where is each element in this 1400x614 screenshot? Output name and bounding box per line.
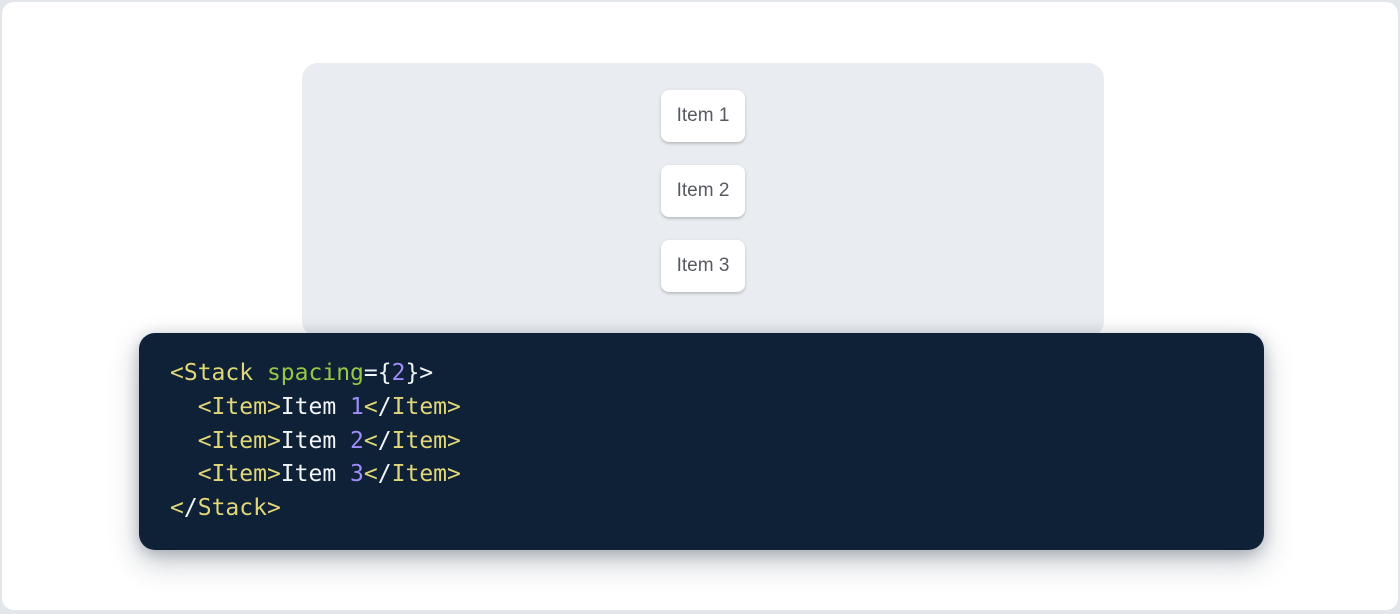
code-token: <	[363, 427, 378, 454]
code-block: <Stack spacing={2}> <Item>Item 1</Item> …	[139, 333, 1264, 550]
code-token: spacing	[266, 360, 364, 386]
stack-demo-panel: Item 1 Item 2 Item 3	[302, 63, 1104, 337]
code-token: <Item>	[197, 461, 281, 488]
code-sample: <Stack spacing={2}> <Item>Item 1</Item> …	[170, 357, 1233, 526]
stack-item-card: Item 1	[660, 90, 746, 142]
code-line: <Stack spacing={2}>	[170, 357, 1233, 391]
code-token: Item	[280, 393, 351, 420]
code-token: }>	[405, 360, 434, 386]
stack-item-label: Item 3	[676, 255, 730, 276]
code-token: Item	[280, 461, 351, 488]
code-token: <	[363, 393, 378, 420]
code-token: Item	[280, 427, 351, 454]
code-token: ={	[363, 360, 392, 386]
code-token: /	[377, 427, 392, 454]
code-line: </Stack>	[170, 492, 1233, 526]
code-token: <Stack	[170, 360, 254, 386]
code-token	[170, 394, 198, 420]
code-line: <Item>Item 1</Item>	[170, 391, 1233, 425]
stack-item-card: Item 3	[660, 240, 746, 292]
code-line: <Item>Item 2</Item>	[170, 425, 1233, 459]
code-token: Item>	[391, 461, 461, 488]
code-token: <	[170, 495, 184, 521]
code-token	[170, 461, 198, 487]
code-token	[170, 428, 198, 454]
code-token: <Item>	[197, 427, 281, 454]
stack-item-label: Item 2	[676, 180, 730, 201]
code-token: Item>	[391, 393, 461, 420]
code-token: Item>	[391, 427, 461, 454]
code-token: Stack>	[197, 495, 281, 521]
code-token: 3	[350, 461, 364, 488]
code-token: /	[377, 461, 392, 488]
code-token: /	[377, 393, 392, 420]
code-token: 2	[391, 360, 406, 386]
code-token: <Item>	[197, 393, 281, 420]
stack-item-card: Item 2	[660, 165, 746, 217]
stack-item-label: Item 1	[676, 105, 730, 126]
code-token: 1	[350, 393, 364, 420]
code-token	[253, 360, 267, 386]
code-line: <Item>Item 3</Item>	[170, 458, 1233, 492]
code-token: /	[183, 495, 198, 521]
code-token: 2	[350, 427, 364, 454]
code-token: <	[363, 461, 378, 488]
